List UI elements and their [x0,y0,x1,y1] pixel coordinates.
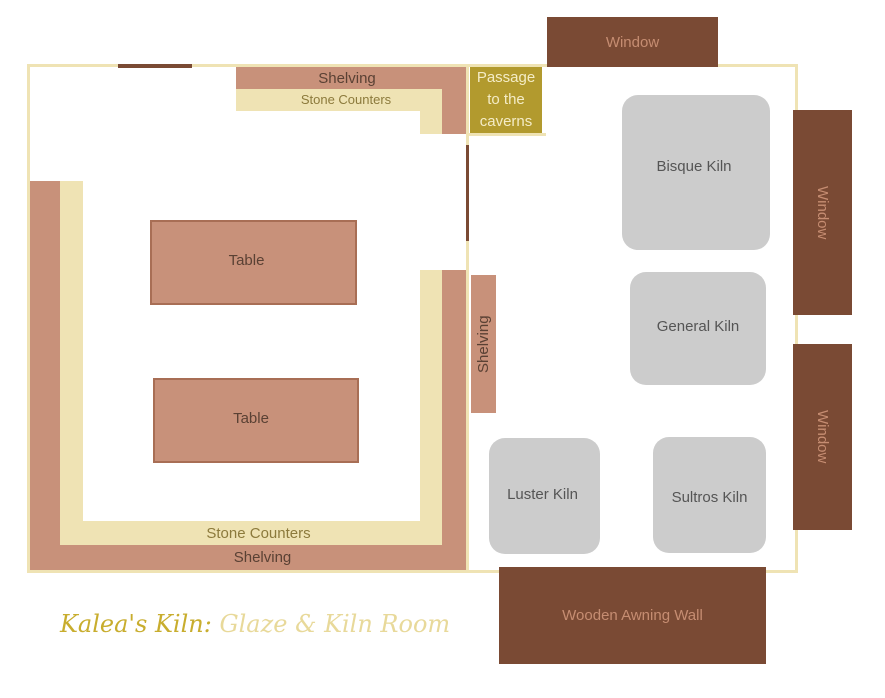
shelving-right [442,270,466,570]
shelving-top-label: Shelving [318,69,376,87]
shelving-bottom [30,545,466,570]
table-1-label: Table [228,251,265,269]
shelving-middle-label: Shelving [475,315,492,373]
stone-counters-top [236,89,442,111]
luster-kiln-label: Luster Kiln [507,485,578,503]
passage-to-caverns [470,67,542,133]
divider-door-frame [466,145,469,241]
sultros-kiln [653,437,766,553]
window-top-label: Window [605,33,660,51]
title-prefix: Kalea's Kiln: [60,610,212,638]
general-kiln [630,272,766,385]
wooden-awning-wall-label: Wooden Awning Wall [562,607,703,624]
stone-counters-bottom-label: Stone Counters [206,524,311,542]
window-right-lower [793,344,852,530]
table-2 [153,378,359,463]
diagram-title: Kalea's Kiln: Glaze & Kiln Room [60,610,450,638]
table-2-label: Table [233,409,269,427]
passage-to-caverns-label: Passage to the caverns [476,69,536,130]
shelving-top [236,67,466,89]
stone-counters-right [420,270,442,521]
shelving-top-return [442,67,466,134]
shelving-middle [471,275,496,413]
bisque-kiln-label: Bisque Kiln [656,157,732,175]
shelving-left [30,181,60,570]
stone-counters-top-label: Stone Counters [300,91,392,107]
interior-divider [466,64,469,573]
top-wall-segment [118,64,192,68]
sultros-kiln-label: Sultros Kiln [671,488,748,506]
title-suffix: Glaze & Kiln Room [219,610,451,638]
shelving-bottom-label: Shelving [233,549,292,566]
window-top [547,17,718,67]
wooden-awning-wall [499,567,766,664]
stone-counters-top-return [420,89,442,134]
window-right-upper-label: Window [814,185,831,240]
bisque-kiln [622,95,770,250]
stone-counters-bottom [60,521,442,545]
window-right-lower-label: Window [814,410,831,464]
table-1 [150,220,357,305]
window-right-upper [793,110,852,315]
stone-counters-left [60,181,83,545]
passage-sill [466,133,546,136]
luster-kiln [489,438,600,554]
general-kiln-label: General Kiln [656,317,740,335]
